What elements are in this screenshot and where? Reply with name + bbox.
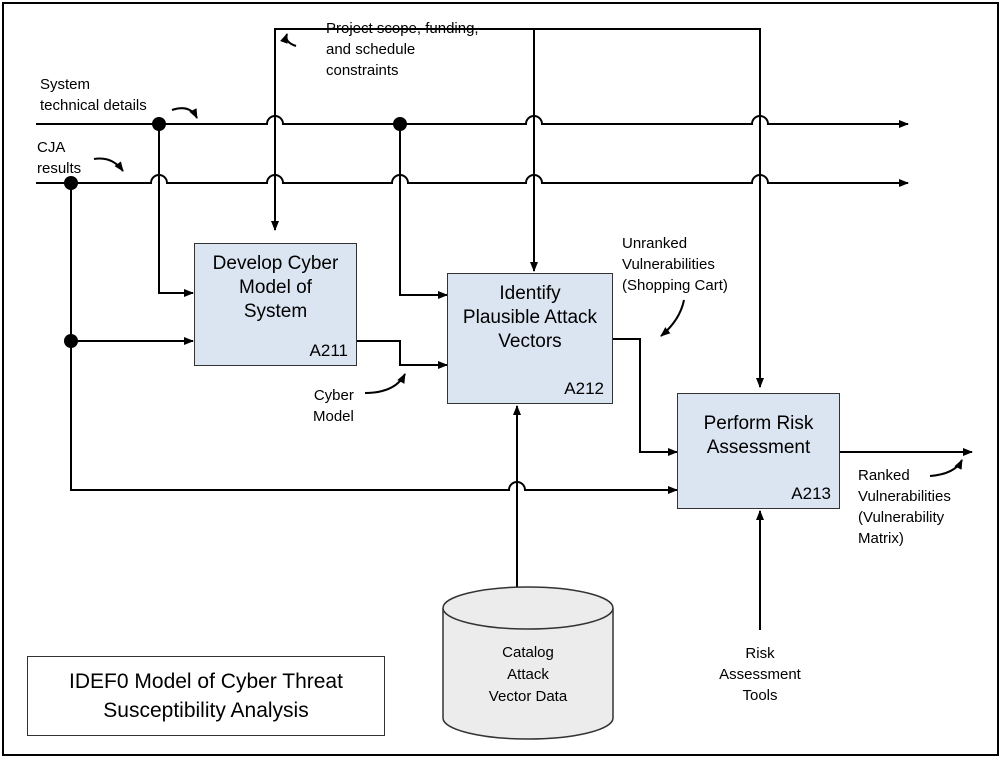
junction-dot [64, 176, 78, 190]
mechanism-label-catalog: Catalog Attack Vector Data [488, 644, 568, 705]
junction-dot [393, 117, 407, 131]
activity-title: Perform Risk Assessment [703, 413, 814, 458]
control-label-constraints: Project scope, funding, and schedule con… [326, 20, 479, 79]
database-cylinder [442, 586, 614, 740]
activity-title: Develop Cyber Model of System [212, 253, 339, 322]
activity-box-a211: Develop Cyber Model of System A211 [194, 243, 357, 366]
mechanism-label-risk-tools: Risk Assessment Tools [719, 645, 801, 704]
diagram-caption: IDEF0 Model of Cyber Threat Susceptibili… [27, 656, 385, 736]
input-label-system-details: System technical details [40, 76, 147, 114]
output-label-ranked: Ranked Vulnerabilities (Vulnerability Ma… [858, 467, 951, 547]
activity-box-a213: Perform Risk Assessment A213 [677, 393, 840, 509]
input-label-cja-results: CJA results [37, 139, 82, 177]
flow-label-cyber-model: Cyber Model [313, 387, 354, 425]
cja-results-line [36, 174, 909, 187]
activity-box-a212: Identify Plausible Attack Vectors A212 [447, 273, 613, 404]
activity-code: A211 [309, 341, 348, 360]
flow-label-unranked: Unranked Vulnerabilities (Shopping Cart) [622, 235, 728, 294]
system-details-line [36, 115, 909, 128]
junction-dot [64, 334, 78, 348]
activity-code: A213 [791, 484, 831, 503]
activity-title: Identify Plausible Attack Vectors [462, 283, 598, 352]
junction-dot [152, 117, 166, 131]
activity-code: A212 [564, 379, 604, 398]
